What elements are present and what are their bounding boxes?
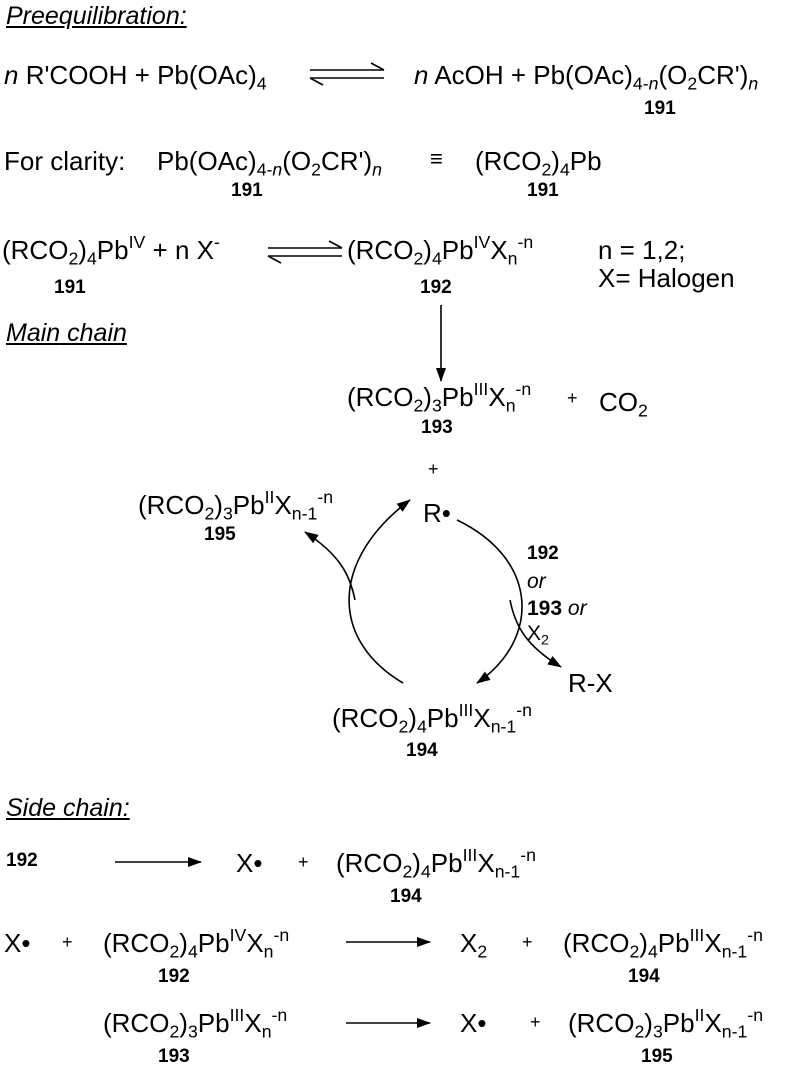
x2: X2 xyxy=(460,928,488,962)
radical-R: R• xyxy=(423,498,451,528)
compound-label-194: 194 xyxy=(406,740,438,761)
x-radical: X• xyxy=(460,1008,487,1038)
plus-sign: + xyxy=(298,852,309,872)
compound-label-195: 195 xyxy=(204,524,236,545)
reagent-X2: X2 xyxy=(527,622,549,649)
side2-reactant-192: (RCO2)4PbIVXn-n xyxy=(103,925,290,962)
compound-195-formula: (RCO2)3PbIIXn-1-n xyxy=(138,487,334,524)
condition-x: X= Halogen xyxy=(598,263,735,293)
heading-preequilibration: Preequilibration: xyxy=(6,2,187,30)
clarity-formula-right: (RCO2)4Pb xyxy=(475,146,602,180)
compound-label-191: 191 xyxy=(527,180,559,201)
side2-product-194: (RCO2)4PbIIIXn-1-n xyxy=(563,925,763,962)
eq2-lhs: (RCO2)4PbIV + n X- xyxy=(2,232,220,269)
cycle-arc-to-RX xyxy=(509,599,562,668)
compound-label-191: 191 xyxy=(644,98,676,119)
cycle-arc-to-195 xyxy=(304,531,356,601)
x-radical: X• xyxy=(4,928,31,958)
equilibrium-arrow-1 xyxy=(309,62,385,86)
equilibrium-arrow-2 xyxy=(267,240,343,264)
compound-label-192: 192 xyxy=(420,277,452,298)
compound-192-formula: (RCO2)4PbIVXn-n xyxy=(347,232,534,269)
compound-label-191: 191 xyxy=(231,180,263,201)
x-radical: X• xyxy=(236,848,263,878)
clarity-formula-left: Pb(OAc)4-n(O2CR')n xyxy=(157,146,383,180)
compound-194-formula: (RCO2)4PbIIIXn-1-n xyxy=(332,700,532,737)
plus-sign: + xyxy=(522,932,533,952)
co2: CO2 xyxy=(599,387,648,421)
reagent-193-or: 193 or xyxy=(527,597,587,620)
product-RX: R-X xyxy=(568,668,613,698)
reagent-or: or xyxy=(527,570,546,593)
compound-label-194: 194 xyxy=(628,966,660,987)
side1-reactant-192: 192 xyxy=(6,850,38,871)
side3-reactant-193: (RCO2)3PbIIIXn-n xyxy=(103,1005,288,1042)
eq1-rhs: n AcOH + Pb(OAc)4-n(O2CR')n xyxy=(414,60,759,94)
cycle-arc-right-down xyxy=(456,519,523,684)
plus-sign: + xyxy=(428,459,439,479)
heading-main-chain: Main chain xyxy=(6,319,127,347)
compound-label-194: 194 xyxy=(390,886,422,907)
side1-product-194: (RCO2)4PbIIIXn-1-n xyxy=(336,845,536,882)
compound-193-formula: (RCO2)3PbIIIXn-n xyxy=(347,379,532,416)
compound-label-193: 193 xyxy=(158,1046,190,1067)
clarity-intro: For clarity: xyxy=(4,146,126,176)
side3-product-195: (RCO2)3PbIIXn-1-n xyxy=(568,1005,764,1042)
eq1-lhs: n R'COOH + Pb(OAc)4 xyxy=(4,60,267,94)
compound-label-195: 195 xyxy=(641,1046,673,1067)
plus-sign: + xyxy=(62,932,73,952)
reagent-192: 192 xyxy=(527,543,559,564)
equiv-symbol: ≡ xyxy=(430,146,443,171)
condition-n: n = 1,2; xyxy=(598,235,686,265)
heading-side-chain: Side chain: xyxy=(6,794,130,822)
compound-label-193: 193 xyxy=(421,417,453,438)
cycle-arc-left-up xyxy=(348,499,411,684)
plus-sign: + xyxy=(567,388,578,408)
compound-label-192: 192 xyxy=(158,966,190,987)
plus-sign: + xyxy=(530,1012,541,1032)
compound-label-191: 191 xyxy=(54,277,86,298)
